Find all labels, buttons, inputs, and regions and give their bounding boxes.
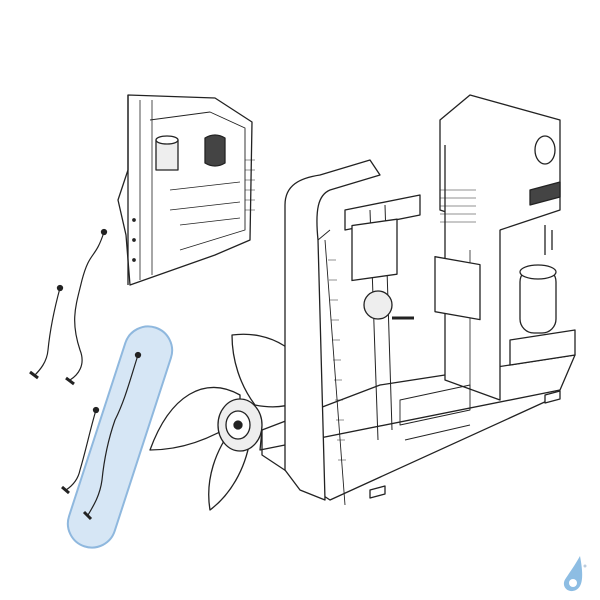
control-box-assembly[interactable] [117,94,255,286]
sensor-wire-3-highlighted[interactable] [61,320,179,554]
sensor-wire-1[interactable] [65,228,108,386]
sensor-wire-2[interactable] [29,284,64,380]
water-drop-logo [563,556,587,592]
outdoor-unit-chassis[interactable] [259,94,576,506]
